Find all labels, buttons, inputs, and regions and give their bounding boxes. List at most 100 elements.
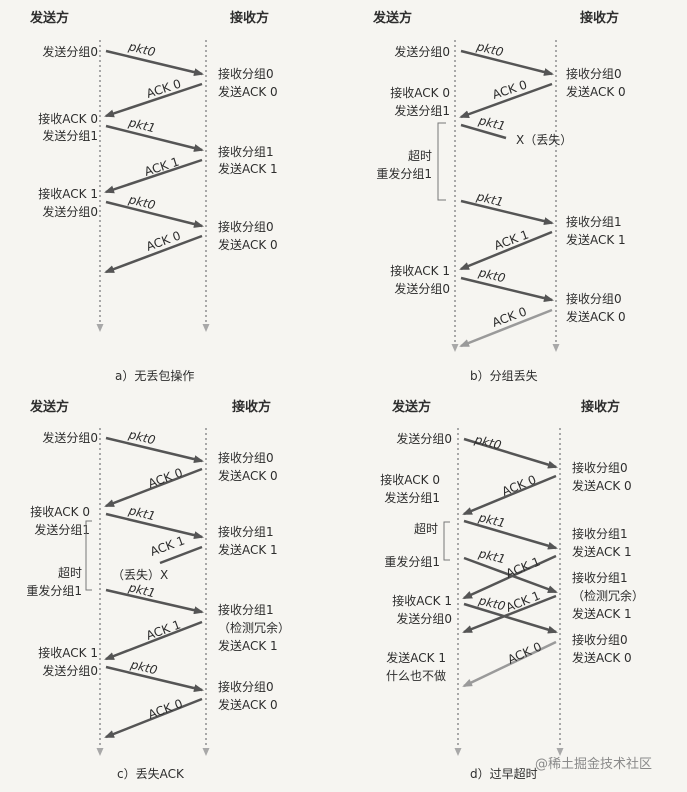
arrow-label: pkt0: [126, 39, 157, 59]
receiver-label: 接收分组1: [218, 144, 274, 159]
message-arrow: [105, 200, 204, 228]
receiver-label: 发送ACK 1: [218, 638, 278, 653]
sender-label: 发送分组0: [42, 663, 98, 678]
message-arrow: [462, 554, 557, 600]
receiver-header: 接收方: [580, 10, 619, 26]
sender-label: 接收ACK 0: [390, 85, 450, 100]
message-arrow: [104, 158, 203, 194]
sender-label: 发送分组0: [394, 281, 450, 296]
receiver-label: 接收分组1: [566, 214, 622, 229]
receiver-label: 接收分组0: [572, 632, 628, 647]
arrow-label: pkt0: [126, 427, 157, 447]
receiver-label: 接收分组1: [218, 602, 274, 617]
message-arrow: [463, 602, 558, 634]
sender-label: 超时: [408, 148, 432, 163]
arrow-label: ACK 0: [506, 639, 544, 666]
arrow-label: pkt0: [472, 432, 503, 452]
arrow-label: pkt1: [126, 580, 156, 600]
receiver-label: 接收分组0: [218, 679, 274, 694]
sender-label: 发送分组0: [396, 611, 452, 626]
receiver-label: 发送ACK 1: [572, 606, 632, 621]
message-arrow: [459, 308, 553, 348]
receiver-label: 发送ACK 1: [566, 232, 626, 247]
message-arrow: [104, 620, 203, 661]
receiver-label: 接收分组1: [572, 526, 628, 541]
receiver-header: 接收方: [581, 399, 620, 415]
receiver-label: 发送ACK 0: [572, 650, 632, 665]
receiver-label: 发送ACK 0: [218, 237, 278, 252]
message-arrow: [104, 467, 203, 508]
receiver-label: 接收分组0: [566, 291, 622, 306]
sender-label: 接收ACK 1: [38, 186, 98, 201]
receiver-label: 发送ACK 0: [566, 309, 626, 324]
sender-label: 发送分组0: [42, 204, 98, 219]
lost-packet-arrow: [460, 123, 507, 140]
sender-label: 发送分组0: [394, 44, 450, 59]
panel-a: 发送方 接收方 发送分组0 接收ACK 0 发送分组1 接收ACK 1 发送分组…: [29, 10, 278, 383]
arrow-label: ACK 0: [146, 465, 184, 490]
sender-label: 接收ACK 1: [392, 593, 452, 608]
message-arrow: [105, 588, 204, 615]
arrow-label: ACK 1: [144, 617, 182, 642]
sender-header: 发送方: [372, 10, 412, 26]
receiver-label: 发送ACK 0: [218, 84, 278, 99]
receiver-label: 接收分组0: [566, 66, 622, 81]
arrow-label: ACK 1: [504, 554, 542, 580]
message-arrow: [459, 230, 553, 271]
message-arrow: [463, 437, 558, 469]
receiver-label: （检测冗余）: [572, 588, 644, 603]
message-arrow: [463, 556, 558, 594]
receiver-label: 发送ACK 1: [218, 161, 278, 176]
message-arrow: [459, 82, 553, 119]
sender-label: 发送分组0: [42, 44, 98, 59]
timeout-bracket: [443, 521, 450, 561]
receiver-header: 接收方: [230, 10, 269, 26]
sender-label: 发送ACK 1: [386, 650, 446, 665]
arrow-label: pkt0: [474, 39, 505, 59]
sender-label: 发送分组1: [42, 128, 98, 143]
sender-label: 重发分组1: [26, 583, 82, 598]
receiver-label: 发送ACK 0: [218, 697, 278, 712]
message-arrow: [104, 82, 203, 118]
message-arrow: [460, 199, 554, 226]
timeout-bracket: [85, 520, 92, 591]
receiver-label: 发送ACK 0: [218, 468, 278, 483]
arrow-label: pkt0: [476, 265, 507, 285]
timeout-bracket: [437, 122, 446, 201]
arrow-label: pkt0: [476, 593, 507, 613]
sender-label: 重发分组1: [376, 166, 432, 181]
message-arrow: [462, 474, 557, 516]
arrow-label: pkt1: [474, 189, 504, 209]
sender-label: 发送分组1: [394, 103, 450, 118]
message-arrow: [462, 594, 557, 634]
loss-label: （丢失）X: [112, 567, 168, 582]
arrow-label: pkt0: [128, 657, 159, 677]
sender-label: 发送分组1: [34, 522, 90, 537]
sender-label: 超时: [414, 521, 438, 536]
receiver-label: 接收分组0: [218, 66, 274, 81]
message-arrow: [105, 124, 204, 152]
receiver-label: 接收分组0: [218, 219, 274, 234]
arrow-label: ACK 1: [143, 155, 181, 179]
receiver-label: 发送ACK 0: [572, 478, 632, 493]
arrow-label: pkt1: [126, 503, 156, 523]
panel-c: 发送方 接收方 发送分组0 接收ACK 0 发送分组1 超时 重发分组1 接收A…: [26, 399, 290, 781]
panel-caption: b）分组丢失: [470, 368, 538, 383]
receiver-label: （检测冗余）: [218, 620, 290, 635]
sender-label: 接收ACK 1: [390, 263, 450, 278]
receiver-label: 发送ACK 1: [218, 542, 278, 557]
arrow-label: ACK 1: [504, 588, 542, 614]
sender-label: 发送分组0: [396, 431, 452, 446]
receiver-label: 接收分组0: [218, 450, 274, 465]
sender-label: 发送分组0: [42, 430, 98, 445]
arrow-label: ACK 0: [500, 472, 538, 498]
sender-label: 接收ACK 1: [38, 645, 98, 660]
message-arrow: [460, 276, 554, 303]
sender-label: 接收ACK 0: [380, 472, 440, 487]
sender-label: 接收ACK 0: [38, 111, 98, 126]
arrow-label: pkt1: [126, 115, 156, 135]
receiver-label: 接收分组0: [572, 460, 628, 475]
message-arrow: [462, 640, 557, 688]
sender-label: 超时: [58, 565, 82, 580]
